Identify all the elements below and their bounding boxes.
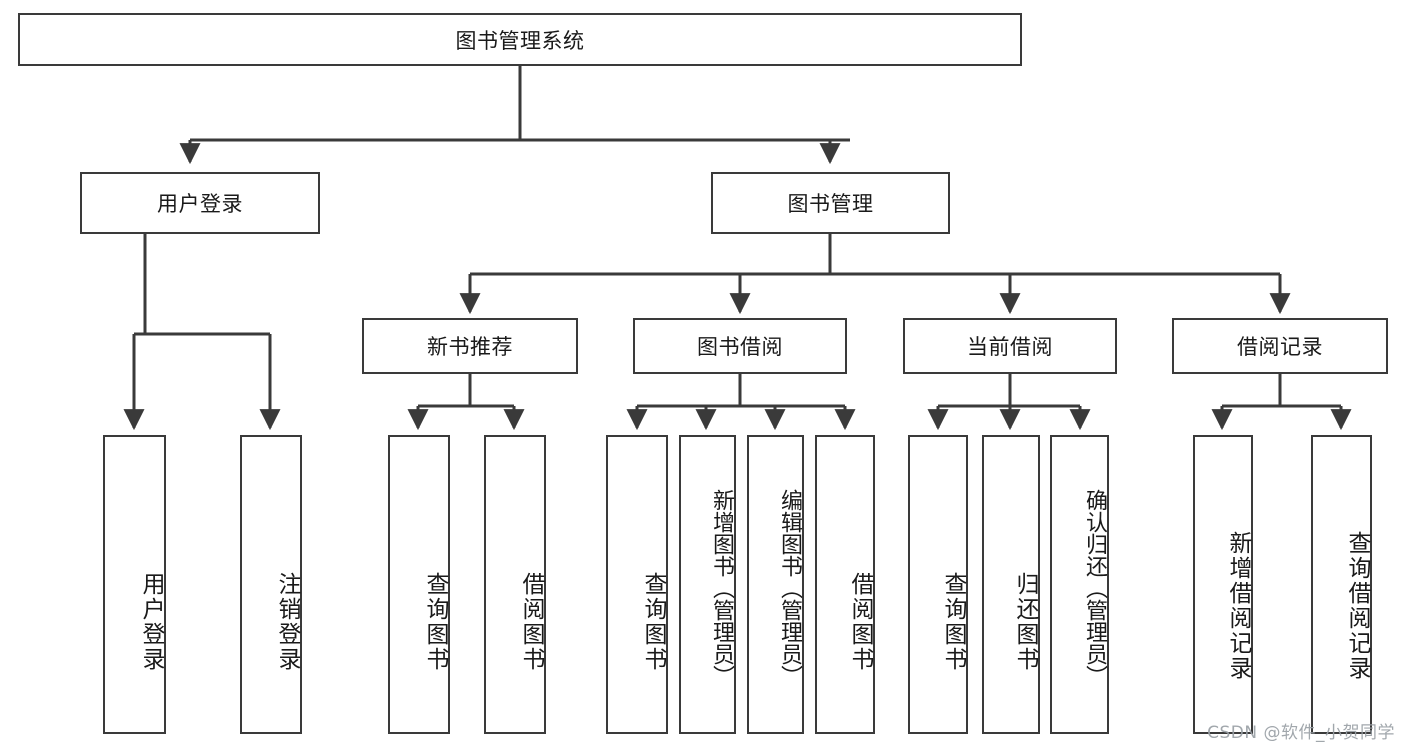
- node-book-borrow[interactable]: 图书借阅: [633, 318, 847, 374]
- node-label: 查询图书: [422, 572, 448, 672]
- node-leaf-query-borrow-record[interactable]: 查询借阅记录: [1311, 435, 1372, 734]
- node-leaf-borrow-book-new[interactable]: 借阅图书: [484, 435, 546, 734]
- node-label: 借阅图书: [847, 572, 873, 672]
- node-borrow-records[interactable]: 借阅记录: [1172, 318, 1388, 374]
- node-label: 查询图书: [940, 572, 966, 672]
- node-label: 图书管理: [787, 192, 874, 216]
- node-label: 新增图书（管理员）: [709, 488, 734, 687]
- node-leaf-borrow-book-borrow[interactable]: 借阅图书: [815, 435, 875, 734]
- node-label: 当前借阅: [967, 335, 1053, 359]
- node-label: 用户登录: [157, 192, 243, 216]
- node-label: 借阅图书: [518, 572, 544, 672]
- node-label: 用户登录: [138, 572, 164, 672]
- node-label: 查询图书: [640, 572, 666, 672]
- node-leaf-add-book-admin[interactable]: 新增图书（管理员）: [679, 435, 736, 734]
- node-current-borrow[interactable]: 当前借阅: [903, 318, 1117, 374]
- node-new-book-recommend[interactable]: 新书推荐: [362, 318, 578, 374]
- node-leaf-query-book-current[interactable]: 查询图书: [908, 435, 968, 734]
- node-label: 借阅记录: [1237, 335, 1323, 359]
- node-label: 新增借阅记录: [1225, 530, 1251, 681]
- node-leaf-query-book-new[interactable]: 查询图书: [388, 435, 450, 734]
- node-label: 新书推荐: [427, 335, 513, 359]
- node-book-management[interactable]: 图书管理: [711, 172, 950, 234]
- node-leaf-query-book-borrow[interactable]: 查询图书: [606, 435, 668, 734]
- node-label: 归还图书: [1012, 572, 1038, 672]
- node-leaf-add-borrow-record[interactable]: 新增借阅记录: [1193, 435, 1253, 734]
- node-root[interactable]: 图书管理系统: [18, 13, 1022, 66]
- node-label: 图书借阅: [697, 335, 783, 359]
- node-label: 图书管理系统: [455, 28, 585, 53]
- node-leaf-user-login[interactable]: 用户登录: [103, 435, 166, 734]
- node-leaf-edit-book-admin[interactable]: 编辑图书（管理员）: [747, 435, 804, 734]
- node-label: 注销登录: [274, 572, 300, 672]
- node-label: 编辑图书（管理员）: [777, 488, 802, 687]
- node-leaf-user-logout[interactable]: 注销登录: [240, 435, 302, 734]
- node-leaf-return-book[interactable]: 归还图书: [982, 435, 1040, 734]
- node-user-login[interactable]: 用户登录: [80, 172, 320, 234]
- node-label: 查询借阅记录: [1344, 530, 1370, 681]
- node-leaf-confirm-return-admin[interactable]: 确认归还（管理员）: [1050, 435, 1109, 734]
- node-label: 确认归还（管理员）: [1082, 488, 1107, 687]
- watermark-text: CSDN @软件_小贺同学: [1207, 723, 1395, 743]
